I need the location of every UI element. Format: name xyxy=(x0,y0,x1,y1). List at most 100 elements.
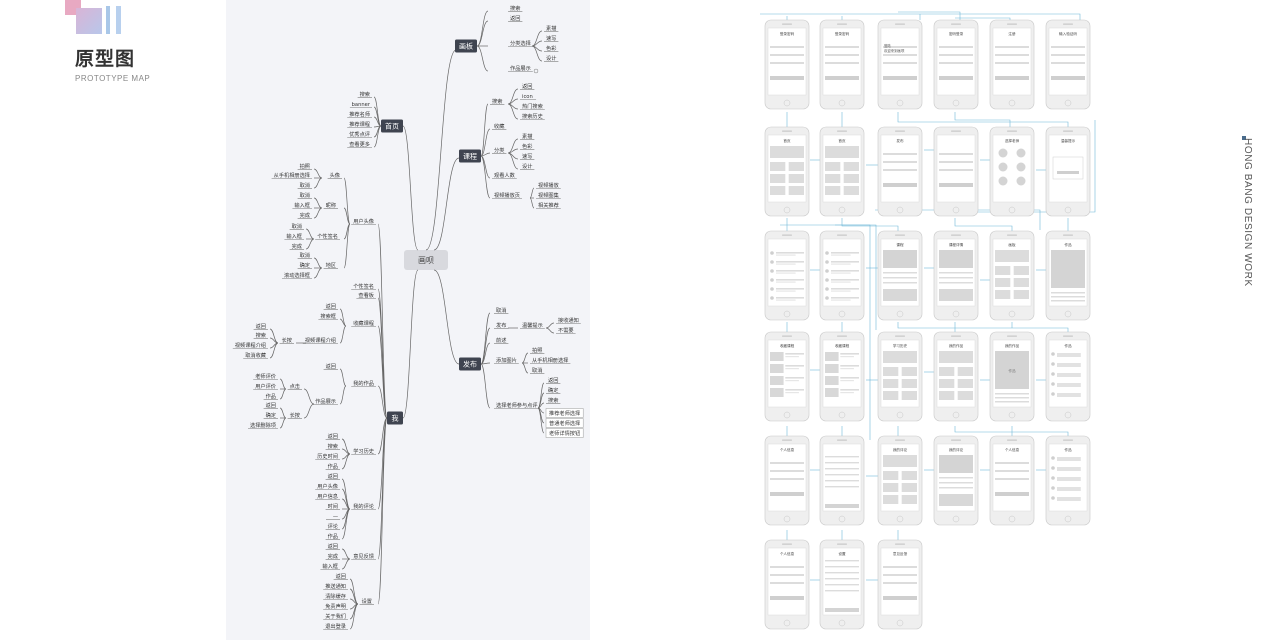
speaker-icon xyxy=(837,23,847,25)
speaker-icon xyxy=(782,130,792,132)
speaker-icon xyxy=(837,130,847,132)
node-wo-label: 我 xyxy=(392,413,399,422)
phone-screen xyxy=(880,134,920,203)
wo-settings-child: 返回 xyxy=(336,573,346,580)
fabu-img-child: 取消 xyxy=(532,366,542,374)
huaban-child: 作品展示 xyxy=(510,64,531,72)
prototype-screen: 我的作品 xyxy=(989,331,1035,422)
connector-kecheng xyxy=(433,157,460,251)
kecheng-item: 观看人数 xyxy=(494,171,516,179)
wo-longpress-child: 取消收藏 xyxy=(245,351,267,359)
home-button-icon xyxy=(1008,99,1016,107)
wo-nickname-child: 输入框 xyxy=(294,201,310,209)
home-button-icon xyxy=(783,99,791,107)
screen-title: 收藏课程 xyxy=(780,343,795,348)
home-button-icon xyxy=(1064,99,1072,107)
prototype-screen: 个人信息 xyxy=(764,435,810,526)
fabu-teacher-child: 普通老师选择 xyxy=(549,419,581,427)
wo-feedback-child: 返回 xyxy=(328,543,338,550)
home-button-icon xyxy=(1064,411,1072,419)
prototype-screen xyxy=(819,230,865,321)
prototype-screen xyxy=(819,435,865,526)
screen-title: 温馨提示 xyxy=(1061,138,1076,143)
wo-settings-child: 清除缓存 xyxy=(325,592,346,600)
fabu-warn-child: 不需要 xyxy=(558,327,574,334)
wo-longpress-child: 返回 xyxy=(256,323,266,330)
screen-title: 课程 xyxy=(896,242,904,247)
mindmap-root xyxy=(404,250,448,270)
phone-screen xyxy=(822,27,862,96)
c xyxy=(341,453,351,470)
connector-fabu-child xyxy=(480,327,491,365)
connector-fabu-img xyxy=(521,362,529,374)
phone-screen xyxy=(992,27,1032,96)
flow-connector xyxy=(875,209,1041,230)
fabu-child: 发布 xyxy=(496,321,506,329)
fabu-teacher-child: 推荐老师选择 xyxy=(549,409,581,417)
wo-click: 点击 xyxy=(290,382,300,390)
node-huaban-label: 画板 xyxy=(459,41,473,50)
wo-feedback-child: 输入框 xyxy=(322,562,338,570)
screen-title: 个人信息 xyxy=(780,447,795,452)
wo-region-child: 确定 xyxy=(300,261,310,269)
wo-top-item: 个性签名 xyxy=(353,282,374,290)
c xyxy=(349,603,359,630)
c xyxy=(343,207,351,225)
wo-feedback-child: 完成 xyxy=(328,552,338,560)
c xyxy=(377,417,388,455)
prototype-screen: 首页 xyxy=(819,126,865,217)
prototype-screen: 课程详情 xyxy=(933,230,979,321)
connector-huaban-child xyxy=(476,20,489,47)
home-button-icon xyxy=(896,515,904,523)
wo-history-child: 历史时间 xyxy=(317,452,338,460)
flow-connector xyxy=(955,17,1011,20)
node-fabu-label: 发布 xyxy=(463,359,477,368)
page-title: 原型图 xyxy=(75,48,136,70)
screen-title: 意见反馈 xyxy=(893,551,908,556)
flow-connector xyxy=(898,11,961,20)
speaker-icon xyxy=(837,335,847,337)
kecheng-item: 视频播放页 xyxy=(494,191,520,199)
wo-signature-child: 取消 xyxy=(292,222,302,230)
connector-wo xyxy=(402,269,419,419)
kecheng-search-child: 搜索历史 xyxy=(522,112,543,120)
prototype-screen: 画板 xyxy=(989,230,1035,321)
flow-connector xyxy=(897,112,1069,127)
logo-blue-bar xyxy=(106,6,110,34)
home-button-icon xyxy=(896,99,904,107)
prototype-screen: 登录密码 xyxy=(819,19,865,110)
kecheng-item: 分类 xyxy=(494,146,504,154)
kecheng-category: 设计 xyxy=(522,162,532,170)
screen-title: 我的评论 xyxy=(893,447,908,452)
prototype-screen: 课程 xyxy=(877,230,923,321)
wo-click-child: 作品 xyxy=(266,392,276,400)
prototype-screen: 我的评论 xyxy=(877,435,923,526)
screen-title: 发布 xyxy=(896,138,904,143)
wo-region-child: 滚动选择框 xyxy=(284,271,310,279)
c xyxy=(313,207,323,219)
speaker-icon xyxy=(1063,130,1073,132)
c xyxy=(377,417,388,510)
kecheng-video: 相关推荐 xyxy=(538,201,559,209)
c xyxy=(303,388,315,405)
c xyxy=(305,238,315,250)
node-wo xyxy=(387,411,403,425)
home-button-icon xyxy=(783,619,791,627)
prototype-screen: 选择老师 xyxy=(989,126,1035,217)
speaker-icon xyxy=(782,543,792,545)
speaker-icon xyxy=(1063,335,1073,337)
speaker-icon xyxy=(951,234,961,236)
wo-mywork-child: 返回 xyxy=(326,363,336,370)
connector-shouye-child xyxy=(373,125,382,148)
wo-collect-child: 搜索框 xyxy=(320,312,336,320)
c xyxy=(377,417,388,605)
screen-title: 选择老师 xyxy=(1005,138,1020,143)
screen-title: 作品 xyxy=(1064,242,1072,247)
prototype-screen: 注册 xyxy=(989,19,1035,110)
speaker-icon xyxy=(951,130,961,132)
fabu-img-child: 从手机相册选择 xyxy=(532,356,569,364)
connector-fabu-child xyxy=(480,363,491,409)
speaker-icon xyxy=(951,439,961,441)
fabu-teacher-child: 搜索 xyxy=(548,396,558,404)
prototype-screen xyxy=(764,230,810,321)
